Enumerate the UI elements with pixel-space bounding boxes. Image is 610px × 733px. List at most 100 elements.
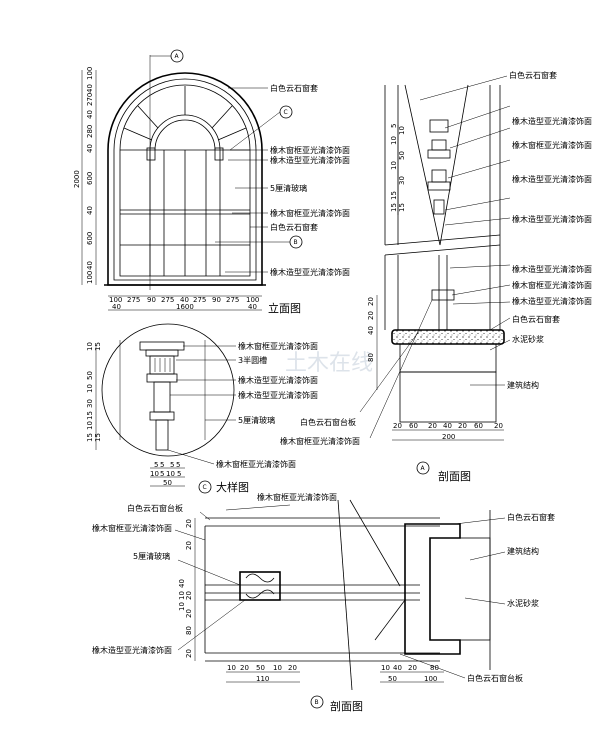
sec-a-vdim-2: 15 (398, 203, 406, 212)
sec-b-hdim-l2: 20 (240, 664, 249, 672)
section-a-view: 白色云石窗套 橡木造型亚光清漆饰面 橡木窗框亚光清漆饰面 橡木造型亚光清漆饰面 … (280, 70, 592, 483)
elev-label-2: 橡木窗框亚光清漆饰面 (270, 145, 350, 155)
detail-label-2: 3半圆槽 (238, 355, 267, 365)
sec-a-label-13: 橡木窗框亚光清漆饰面 (280, 436, 360, 446)
elev-hdim-5: 40 (180, 296, 189, 304)
sec-a-vdim-5: 10 (390, 161, 398, 170)
sec-a-ldim-1: 20 (367, 297, 375, 306)
detail-title: 大样图 (216, 480, 249, 494)
sec-a-vdim-3: 15 (390, 191, 398, 200)
detail-vdim-1: 10 (86, 342, 94, 351)
elev-label-4: 5厘清玻璃 (270, 183, 307, 193)
sec-a-label-9: 白色云石窗套 (512, 314, 560, 324)
window-surround-inner (113, 78, 257, 281)
sec-b-hsub-r2: 100 (424, 675, 437, 683)
elev-vdim-5: 280 (86, 125, 94, 138)
detail-label-3: 橡木造型亚光清漆饰面 (238, 375, 318, 385)
detail-vdim-9: 15 (94, 433, 102, 442)
detail-marker: C (203, 484, 207, 491)
sec-b-total-l: 110 (256, 675, 269, 683)
sec-a-hdim-7: 20 (494, 422, 503, 430)
elevation-title: 立面图 (268, 301, 301, 315)
inner-arch-lip (154, 119, 216, 151)
elev-vdim-11: 100 (86, 271, 94, 284)
elev-label-1: 白色云石窗套 (270, 83, 318, 93)
sec-b-label-2: 白色云石窗台板 (127, 503, 183, 513)
sec-b-label-7: 建筑结构 (507, 546, 539, 556)
detail-circle (101, 323, 235, 457)
sec-a-label-2: 橡木造型亚光清漆饰面 (512, 116, 592, 126)
elevation-marker-b: B (294, 239, 298, 246)
detail-hdim-b2: 5 (160, 470, 164, 478)
section-b-frame (239, 571, 281, 601)
sec-a-hdim-5: 20 (458, 422, 467, 430)
detail-label-1: 橡木窗框亚光清漆饰面 (238, 341, 318, 351)
detail-vdim-7: 10 (86, 421, 94, 430)
section-b-title: 剖面图 (330, 699, 363, 713)
detail-hdim-a1: 5 (154, 461, 158, 469)
elev-label-6: 白色云石窗套 (270, 222, 318, 232)
inner-arch (149, 114, 221, 276)
section-b-marker: B (315, 699, 319, 706)
detail-label-4: 橡木造型亚光清漆饰面 (238, 390, 318, 400)
sec-a-label-3: 橡木窗框亚光清漆饰面 (512, 140, 592, 150)
elev-label-3: 橡木造型亚光清漆饰面 (270, 155, 350, 165)
section-a-title: 剖面图 (438, 469, 471, 483)
sec-b-ldim-7: 20 (185, 609, 193, 618)
section-b-casing (404, 523, 461, 655)
sec-a-hdim-6: 60 (474, 422, 483, 430)
sec-a-total: 200 (442, 433, 455, 441)
window-frame (119, 84, 251, 277)
sec-b-label-1: 橡木窗框亚光清漆饰面 (257, 492, 337, 502)
elev-vdim-8: 40 (86, 206, 94, 215)
sec-a-hdim-4: 40 (443, 422, 452, 430)
elevation-marker-a: A (175, 53, 180, 60)
detail-hdim-b3: 10 (166, 470, 175, 478)
sec-b-ldim-6: 10 (178, 602, 186, 611)
sec-b-label-8: 水泥砂浆 (507, 598, 539, 608)
sec-b-ldim-5: 20 (185, 591, 193, 600)
sec-b-hdim-r1: 10 (381, 664, 390, 672)
detail-vdim-5: 30 (86, 399, 94, 408)
sec-b-ldim-8: 80 (185, 626, 193, 635)
sec-b-ldim-4: 10 (178, 591, 186, 600)
sec-a-label-7: 橡木窗框亚光清漆饰面 (512, 280, 592, 290)
sec-a-hdim-3: 20 (428, 422, 437, 430)
sec-a-vdim-9: 5 (390, 124, 398, 128)
detail-vdim-3: 50 (86, 371, 94, 380)
elev-hdim-8: 275 (226, 296, 239, 304)
detail-hdim-a3: 5 (170, 461, 174, 469)
detail-vdim-8: 15 (86, 433, 94, 442)
elev-hdim-1: 100 (109, 296, 122, 304)
detail-view: 橡木窗框亚光清漆饰面 3半圆槽 橡木造型亚光清漆饰面 橡木造型亚光清漆饰面 5厘… (86, 323, 318, 494)
section-a-marker: A (421, 465, 426, 472)
elevation-marker-c: C (284, 109, 288, 116)
sec-b-hdim-l5: 20 (288, 664, 297, 672)
sec-a-ldim-4: 80 (367, 353, 375, 362)
detail-hdim-a2: 5 (160, 461, 164, 469)
detail-hdim-b4: 5 (177, 470, 181, 478)
sec-b-hsub-r1: 50 (388, 675, 397, 683)
detail-vdim-6: 15 (86, 411, 94, 420)
right-capital (214, 147, 224, 161)
elev-vdim-3: 270 (86, 93, 94, 106)
elevation-view: A C B 白色云石窗套 橡木窗框亚光清漆饰面 橡木造型亚光清漆饰面 5厘清玻璃… (73, 49, 350, 315)
sec-a-label-11: 建筑结构 (507, 380, 539, 390)
sec-b-ldim-2: 20 (185, 541, 193, 550)
elev-vdim-9: 600 (86, 232, 94, 245)
section-b-view: 橡木窗框亚光清漆饰面 白色云石窗台板 橡木窗框亚光清漆饰面 5厘清玻璃 橡木造型… (92, 492, 555, 713)
sec-b-label-3: 橡木窗框亚光清漆饰面 (92, 523, 172, 533)
sec-a-label-8: 橡木造型亚光清漆饰面 (512, 296, 592, 306)
left-capital (146, 147, 156, 161)
sec-a-vdim-8: 10 (398, 126, 406, 135)
sec-b-hdim-r3: 20 (408, 664, 417, 672)
detail-vdim-4: 10 (86, 384, 94, 393)
detail-label-6: 橡木窗框亚光清漆饰面 (216, 459, 296, 469)
sec-b-label-9: 白色云石窗台板 (467, 673, 523, 683)
elev-vdim-1: 100 (86, 67, 94, 80)
sec-b-hdim-r4: 80 (430, 664, 439, 672)
elev-label-7: 橡木造型亚光清漆饰面 (270, 267, 350, 277)
elev-hdim-3: 90 (147, 296, 156, 304)
elev-vdim-6: 40 (86, 144, 94, 153)
